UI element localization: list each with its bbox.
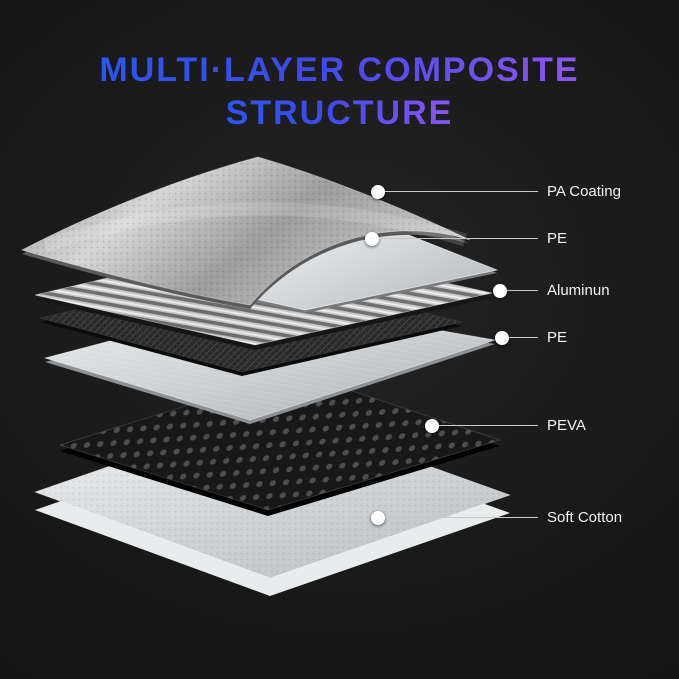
callout-pe-lower: PE (495, 329, 567, 346)
callout-peva: PEVA (425, 417, 586, 434)
callout-dot (493, 283, 507, 298)
callout-line (439, 425, 538, 426)
callout-line (379, 238, 538, 239)
callout-line (509, 337, 538, 338)
callout-dot (495, 330, 509, 345)
title-line-2: STRUCTURE (226, 92, 454, 136)
callout-pe-upper: PE (365, 230, 567, 247)
callout-line (507, 290, 538, 291)
page-title: MULTI·LAYER COMPOSITE STRUCTURE (0, 49, 679, 136)
callout-line (385, 517, 538, 518)
callout-pa-coating: PA Coating (371, 183, 621, 200)
callout-label: Aluminun (547, 282, 610, 299)
callout-dot (365, 231, 379, 246)
callout-label: PE (547, 230, 568, 247)
callout-dot (425, 418, 439, 433)
callout-label: PEVA (547, 417, 586, 434)
callout-line (385, 191, 538, 192)
callout-label: PE (547, 329, 568, 346)
callout-soft-cotton: Soft Cotton (371, 509, 622, 526)
callout-dot (371, 184, 385, 199)
callout-label: Soft Cotton (547, 509, 623, 526)
callout-aluminum: Aluminun (493, 282, 610, 299)
layer-pa-coating (20, 156, 471, 309)
callout-label: PA Coating (547, 183, 621, 200)
title-line-1: MULTI·LAYER COMPOSITE (99, 49, 579, 93)
callout-dot (371, 510, 385, 525)
layer-peva (58, 371, 502, 516)
